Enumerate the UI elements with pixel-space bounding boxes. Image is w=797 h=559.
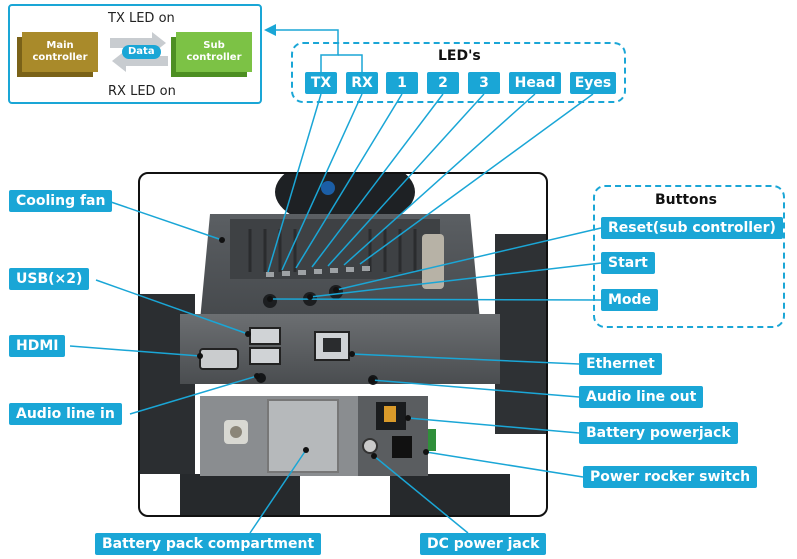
robot-back-illustration: [140, 174, 546, 515]
audio-line-in-label: Audio line in: [9, 403, 122, 425]
usb-label: USB(×2): [9, 268, 90, 290]
ethernet-label: Ethernet: [579, 353, 662, 375]
main-controller-label: Main controller: [32, 40, 88, 63]
led-3: 3: [468, 72, 500, 94]
buttons-title: Buttons: [655, 192, 717, 208]
reset-button-label: Reset(sub controller): [601, 217, 783, 239]
cooling-fan-label: Cooling fan: [9, 190, 113, 212]
dc-power-jack-label: DC power jack: [420, 533, 547, 555]
rx-led-on-text: RX LED on: [108, 84, 176, 99]
main-controller-block: Main controller: [22, 32, 98, 72]
battery-pack-compartment-label: Battery pack compartment: [95, 533, 322, 555]
led-1: 1: [386, 72, 418, 94]
led-2: 2: [427, 72, 459, 94]
robot-back-photo: [138, 172, 548, 517]
hdmi-label: HDMI: [9, 335, 66, 357]
data-badge: Data: [122, 45, 161, 59]
led-eyes: Eyes: [570, 72, 616, 94]
led-rx: RX: [346, 72, 378, 94]
audio-line-out-label: Audio line out: [579, 386, 704, 408]
sub-controller-label: Sub controller: [186, 40, 242, 63]
led-tx: TX: [305, 72, 337, 94]
controller-inset: TX LED on Main controller Data Sub contr…: [8, 4, 262, 104]
power-rocker-switch-label: Power rocker switch: [583, 466, 758, 488]
sub-controller-block: Sub controller: [176, 32, 252, 72]
leds-title: LED's: [438, 48, 481, 64]
start-button-label: Start: [601, 252, 655, 274]
led-head: Head: [509, 72, 561, 94]
tx-led-on-text: TX LED on: [108, 11, 175, 26]
battery-powerjack-label: Battery powerjack: [579, 422, 738, 444]
mode-button-label: Mode: [601, 289, 659, 311]
data-arrows-icon: Data: [108, 30, 170, 74]
